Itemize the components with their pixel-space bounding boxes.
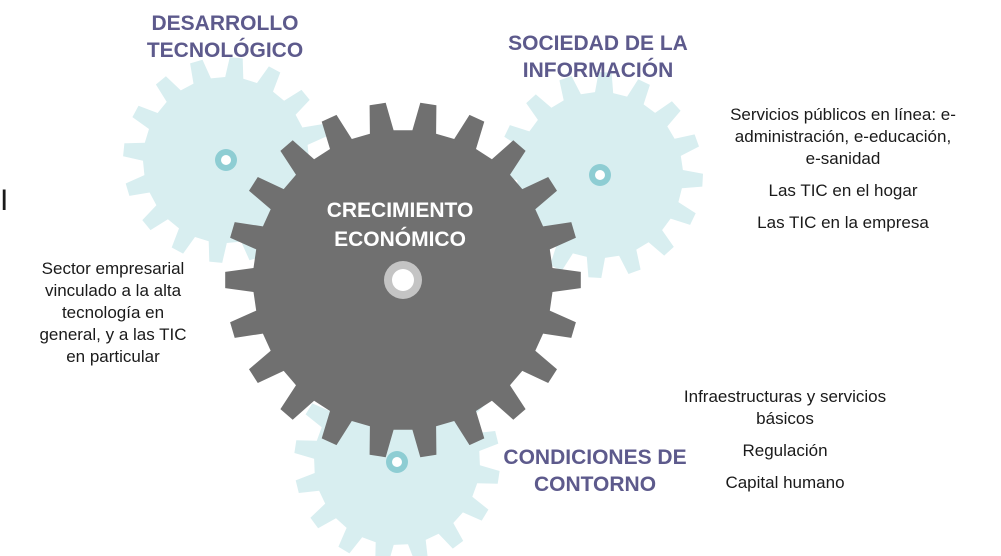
- title-line: TECNOLÓGICO: [146, 39, 304, 62]
- title-line: SOCIEDAD DE LA: [508, 32, 688, 55]
- list-item: Infraestructuras y servicios básicos: [640, 386, 930, 430]
- left-description: Sector empresarial vinculado a la alta t…: [0, 258, 226, 368]
- text-line: administración, e-educación,: [734, 127, 952, 146]
- center-gear-label: CRECIMIENTO ECONÓMICO: [300, 196, 500, 254]
- stray-glyph: I: [0, 184, 9, 217]
- text-line: e-sanidad: [805, 149, 881, 168]
- text-line: Las TIC en la empresa: [757, 213, 929, 232]
- gear-title-sociedad: SOCIEDAD DE LA INFORMACIÓN: [478, 30, 718, 84]
- text-line: en particular: [66, 347, 160, 366]
- text-line: tecnología en: [61, 303, 165, 322]
- text-line: general, y a las TIC: [39, 325, 187, 344]
- text-line: Sector empresarial: [41, 259, 185, 278]
- center-line: CRECIMIENTO: [326, 199, 474, 222]
- condiciones-items-list: Infraestructuras y servicios básicos Reg…: [640, 386, 930, 504]
- title-line: INFORMACIÓN: [522, 59, 674, 82]
- hub-sociedad: [589, 164, 611, 186]
- sociedad-items-list: Servicios públicos en línea: e- administ…: [690, 104, 996, 244]
- list-item: Las TIC en la empresa: [690, 212, 996, 234]
- gear-title-condiciones: CONDICIONES DE CONTORNO: [482, 444, 708, 498]
- title-line: CONTORNO: [533, 473, 657, 496]
- text-line: Capital humano: [725, 473, 845, 492]
- text-line: Servicios públicos en línea: e-: [730, 105, 956, 124]
- list-item: Capital humano: [640, 472, 930, 494]
- text-line: Infraestructuras y servicios: [683, 387, 887, 406]
- title-line: CONDICIONES DE: [503, 446, 687, 469]
- list-item: Servicios públicos en línea: e- administ…: [690, 104, 996, 170]
- text-line: vinculado a la alta: [44, 281, 182, 300]
- hub-desarrollo: [215, 149, 237, 171]
- text-line: básicos: [756, 409, 814, 428]
- hub-condiciones: [386, 451, 408, 473]
- center-line: ECONÓMICO: [334, 228, 466, 251]
- gear-title-desarrollo: DESARROLLO TECNOLÓGICO: [120, 10, 330, 64]
- hub-main: [384, 261, 422, 299]
- list-item: Regulación: [640, 440, 930, 462]
- title-line: DESARROLLO: [151, 12, 299, 35]
- list-item: Las TIC en el hogar: [690, 180, 996, 202]
- text-line: Las TIC en el hogar: [768, 181, 918, 200]
- text-line: Regulación: [742, 441, 828, 460]
